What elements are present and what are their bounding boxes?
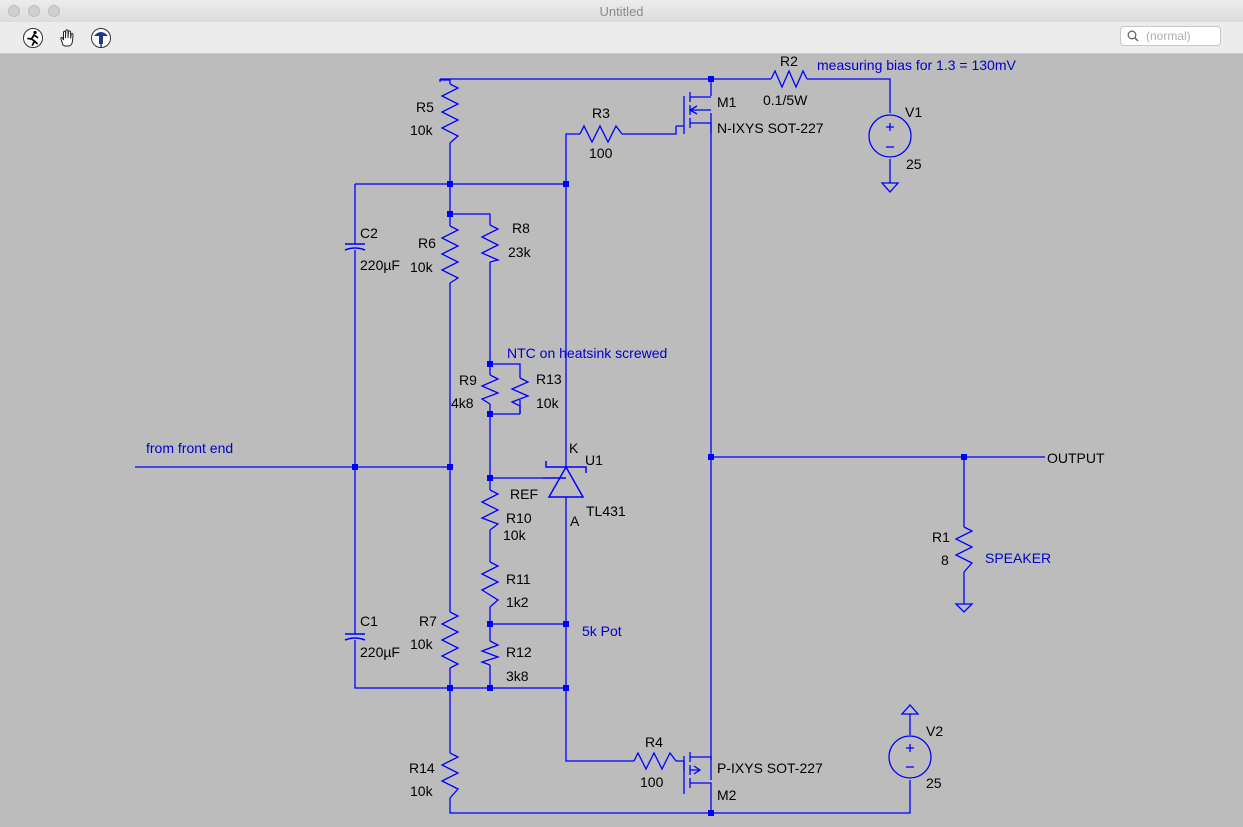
label-m1-name: M1 [717, 94, 737, 110]
resistor-r5-symbol [440, 83, 460, 144]
run-icon [23, 28, 43, 48]
comment-speaker: SPEAKER [985, 550, 1051, 566]
label-r11-name: R11 [506, 571, 531, 587]
resistors [440, 69, 974, 799]
comment-ntc: NTC on heatsink screwed [507, 345, 667, 361]
comment-input: from front end [146, 440, 233, 456]
minimize-button[interactable] [28, 5, 40, 17]
label-r11-value: 1k2 [506, 594, 529, 610]
resistor-r8-symbol [480, 224, 501, 263]
resistor-r10-symbol [480, 489, 500, 531]
label-u1-pin-ref: REF [510, 486, 538, 502]
label-r3-name: R3 [592, 105, 610, 121]
search-field[interactable]: (normal) [1120, 26, 1221, 46]
label-c2-value: 220µF [360, 257, 400, 273]
zoom-button[interactable] [48, 5, 60, 17]
label-v2-value: 25 [926, 775, 942, 791]
label-c1-value: 220µF [360, 644, 400, 660]
label-c1-name: C1 [360, 613, 378, 629]
label-r10-name: R10 [506, 510, 532, 526]
capacitor-c1-symbol [344, 633, 366, 641]
label-u1-pin-a: A [570, 513, 580, 529]
shunt-regulator-u1-symbol [543, 461, 587, 498]
source-v1-symbol [868, 114, 912, 158]
label-r9-value: 4k8 [451, 395, 474, 411]
mosfet-m1-symbol [676, 92, 712, 134]
label-u1-name: U1 [585, 452, 603, 468]
label-r6-name: R6 [418, 235, 436, 251]
source-v2-symbol [888, 735, 932, 779]
label-r13-name: R13 [536, 371, 562, 387]
comment-bias: measuring bias for 1.3 = 130mV [817, 57, 1016, 73]
run-button[interactable] [22, 27, 44, 49]
label-r2-name: R2 [780, 53, 798, 69]
label-r10-value: 10k [503, 527, 527, 543]
resistor-r11-symbol [480, 561, 500, 608]
voltage-sources [868, 114, 974, 779]
wires [135, 78, 1045, 814]
label-r4-name: R4 [645, 734, 663, 750]
label-v1-name: V1 [905, 104, 922, 120]
schematic-canvas[interactable]: R5 10k R3 100 R2 0.1/5W M1 N-IXYS SOT-22… [0, 53, 1243, 822]
resistor-r14-symbol [440, 752, 460, 799]
window-title: Untitled [599, 4, 644, 19]
title-bar: Untitled [0, 0, 1243, 23]
label-r14-name: R14 [409, 760, 435, 776]
search-placeholder: (normal) [1146, 29, 1191, 43]
pan-button[interactable] [56, 27, 78, 49]
component-labels: R5 10k R3 100 R2 0.1/5W M1 N-IXYS SOT-22… [360, 53, 1105, 803]
probe-button[interactable] [90, 27, 112, 49]
label-r8-name: R8 [512, 220, 530, 236]
resistor-r4-symbol [633, 751, 677, 771]
label-v2-name: V2 [926, 723, 943, 739]
label-r1-name: R1 [932, 529, 950, 545]
mosfet-m2-symbol [683, 752, 712, 798]
label-r7-value: 10k [410, 636, 434, 652]
label-m1-value: N-IXYS SOT-227 [717, 120, 824, 136]
label-r4-value: 100 [640, 774, 664, 790]
comments: measuring bias for 1.3 = 130mV NTC on he… [146, 57, 1051, 639]
label-r5-name: R5 [416, 99, 434, 115]
resistor-r3-symbol [579, 124, 623, 144]
mosfets [676, 92, 712, 798]
label-r14-value: 10k [410, 783, 434, 799]
label-m2-name: M2 [717, 787, 737, 803]
hand-icon [60, 29, 74, 47]
label-v1-value: 25 [906, 156, 922, 172]
capacitor-c2-symbol [344, 243, 366, 251]
close-button[interactable] [8, 5, 20, 17]
label-r13-value: 10k [536, 395, 560, 411]
resistor-r9-symbol [480, 374, 500, 405]
comment-pot: 5k Pot [582, 623, 622, 639]
resistor-r7-symbol [440, 611, 460, 669]
label-r12-name: R12 [506, 644, 532, 660]
resistor-r6-symbol [440, 225, 460, 284]
toolbar: (normal) [0, 22, 1243, 54]
label-r2-value: 0.1/5W [763, 92, 808, 108]
label-r5-value: 10k [410, 122, 434, 138]
probe-icon [91, 28, 111, 48]
label-output: OUTPUT [1047, 450, 1105, 466]
search-icon [1127, 30, 1139, 42]
label-r3-value: 100 [589, 145, 613, 161]
label-u1-pin-k: K [569, 440, 579, 456]
capacitors [344, 243, 366, 641]
label-m2-value: P-IXYS SOT-227 [717, 760, 823, 776]
resistor-r1-symbol [954, 526, 974, 573]
label-r6-value: 10k [410, 259, 434, 275]
label-r8-value: 23k [508, 244, 532, 260]
label-c2-name: C2 [360, 225, 378, 241]
label-r9-name: R9 [459, 372, 477, 388]
resistor-r12-symbol [479, 640, 501, 666]
label-r12-value: 3k8 [506, 668, 529, 684]
junctions [352, 76, 967, 816]
resistor-r13-symbol [510, 377, 530, 414]
schematic-drawing[interactable]: R5 10k R3 100 R2 0.1/5W M1 N-IXYS SOT-22… [0, 53, 1243, 822]
resistor-r2-symbol [770, 69, 808, 89]
label-u1-value: TL431 [586, 503, 626, 519]
label-r1-value: 8 [941, 552, 949, 568]
label-r7-name: R7 [419, 613, 437, 629]
